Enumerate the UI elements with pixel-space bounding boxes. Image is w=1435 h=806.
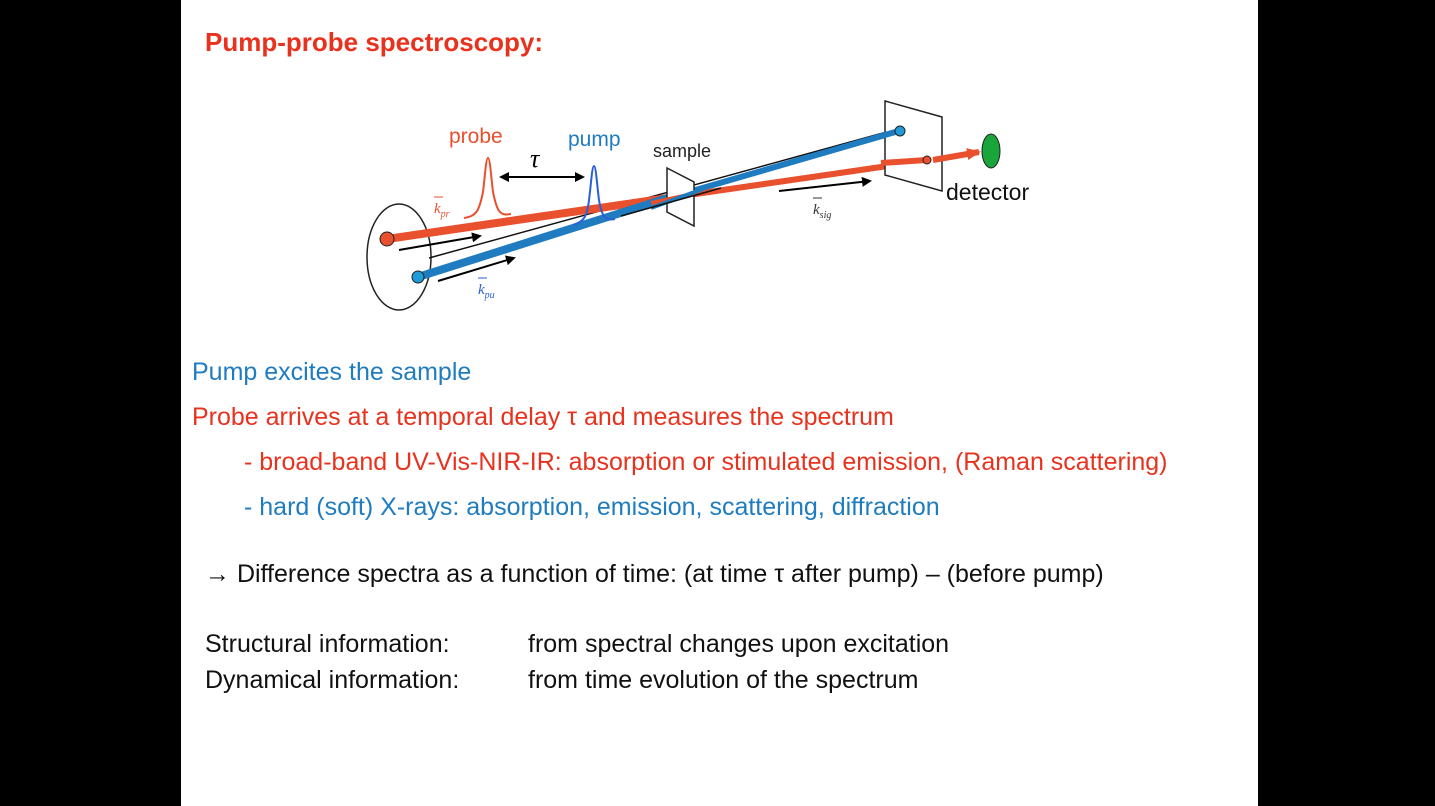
dynamical-info-label: Dynamical information: xyxy=(205,666,460,694)
tau-label: τ xyxy=(530,144,541,173)
bullet-probe-arrives: Probe arrives at a temporal delay τ and … xyxy=(192,403,894,431)
probe-beam xyxy=(383,194,672,243)
k-pr-arrow xyxy=(398,232,482,251)
bullet-broadband: - broad-band UV-Vis-NIR-IR: absorption o… xyxy=(244,448,1168,476)
probe-label: probe xyxy=(449,125,503,148)
k-pr-label: kpr xyxy=(434,201,450,220)
pump-label: pump xyxy=(568,128,621,151)
signal-output-arrow xyxy=(932,148,981,163)
bullet-pump-excites: Pump excites the sample xyxy=(192,358,472,386)
pump-source-dot xyxy=(411,270,425,284)
structural-info-label: Structural information: xyxy=(205,630,450,658)
slide: Pump-probe spectroscopy: xyxy=(181,0,1258,806)
slide-title: Pump-probe spectroscopy: xyxy=(205,27,544,57)
k-pu-arrow xyxy=(437,255,516,282)
probe-pulse xyxy=(463,156,512,219)
difference-spectra-line: → Difference spectra as a function of ti… xyxy=(205,560,1104,588)
probe-source-dot xyxy=(379,231,395,247)
k-sig-arrow xyxy=(778,176,872,192)
detector-label: detector xyxy=(946,179,1029,205)
source-aperture xyxy=(366,203,432,311)
bullet-xrays: - hard (soft) X-rays: absorption, emissi… xyxy=(244,493,940,521)
dynamical-info-text: from time evolution of the spectrum xyxy=(528,666,919,694)
k-pu-label: kpu xyxy=(478,282,495,301)
pump-beam xyxy=(414,194,672,281)
sample-label: sample xyxy=(653,141,711,161)
pump-pulse xyxy=(572,164,616,226)
structural-info-text: from spectral changes upon excitation xyxy=(528,630,950,658)
signal-beam-line xyxy=(428,127,902,259)
k-sig-label: ksig xyxy=(813,202,831,221)
pump-probe-diagram: probe pump τ sample detector kpr kpu ksi… xyxy=(366,100,1029,311)
detector-icon xyxy=(981,133,1001,169)
detector-screen xyxy=(884,100,943,192)
